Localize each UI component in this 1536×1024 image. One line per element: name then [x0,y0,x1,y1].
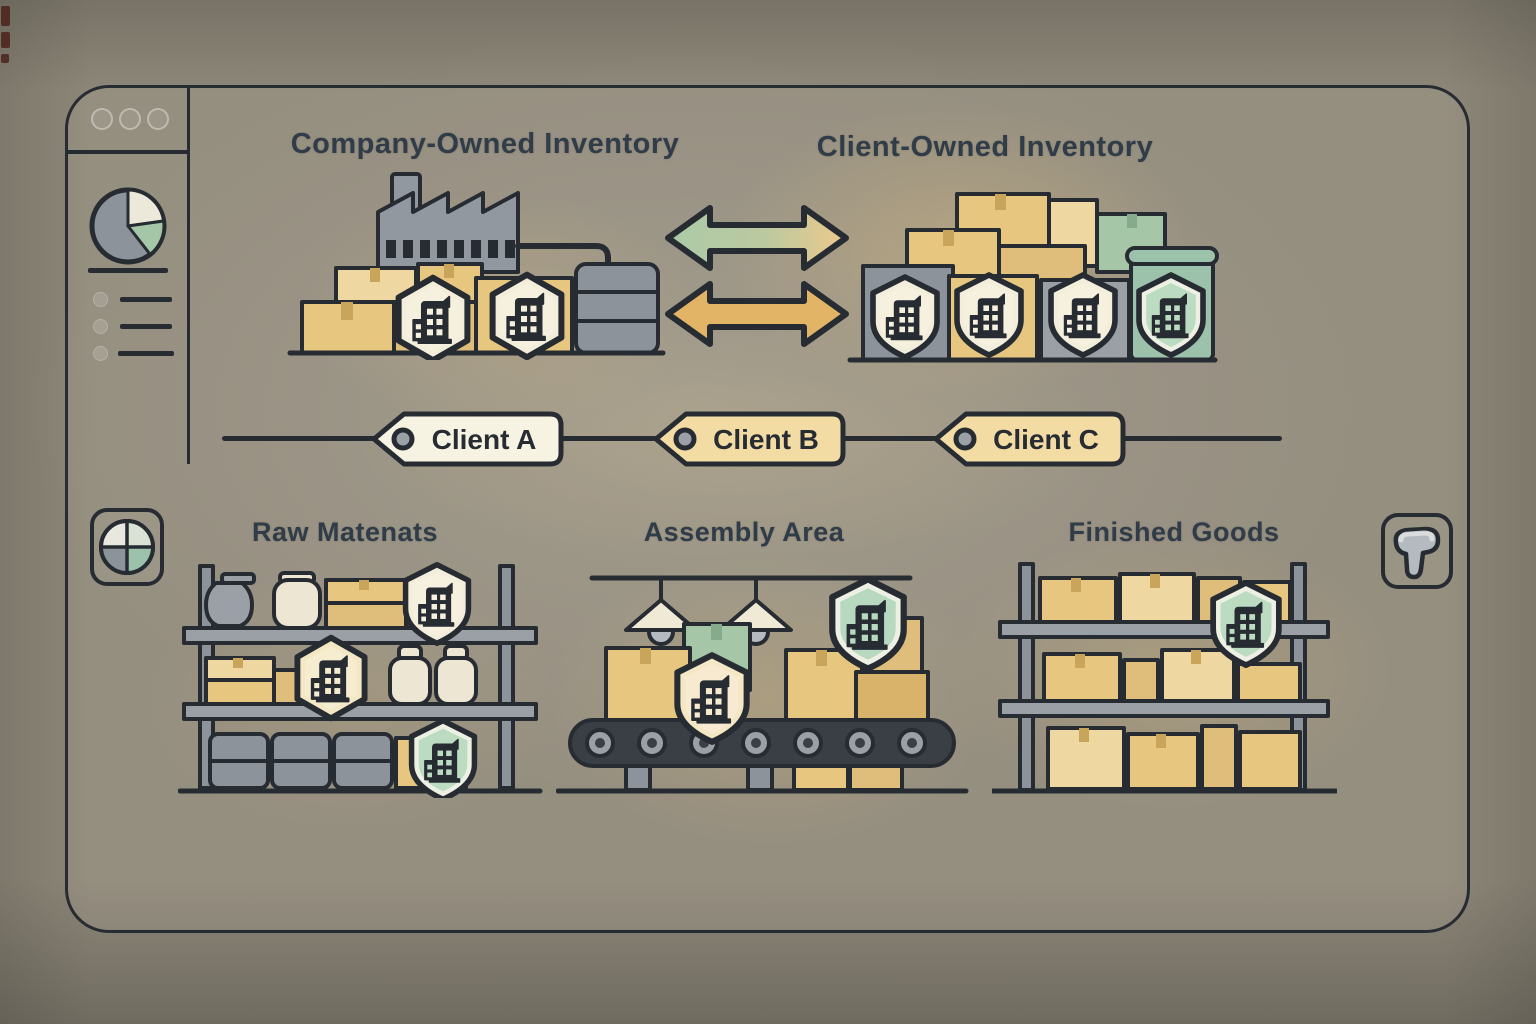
edge-artifact-mark [1,32,10,48]
pendant-lamp-icon [624,576,698,646]
client-inventory-illustration [847,192,1219,363]
assembly-area-illustration [556,575,969,794]
tag-hole [391,427,415,451]
barrel-icon [574,262,660,355]
sidebar-bullet [93,346,108,361]
window-dot-icon[interactable] [119,108,141,130]
client-ownership-badge-icon-green [1139,275,1203,355]
sidebar-rule [88,268,168,273]
ownership-badge-icon [677,655,746,742]
ownership-badge-icon-green [832,579,903,668]
pie-chart-icon[interactable] [86,184,170,268]
client-c-label: Client C [993,424,1099,455]
bidirectional-arrow-top [665,205,849,271]
barcode-scanner-button[interactable] [1381,513,1453,589]
edge-artifact-mark [1,54,9,63]
bottle-icon [388,656,432,706]
client-c-tag[interactable]: Client C [928,406,1130,472]
client-inventory-title: Client-Owned Inventory [816,131,1154,163]
ownership-badge-icon [297,638,364,719]
sidebar-item-line[interactable] [118,351,174,356]
client-b-tag[interactable]: Client B [648,406,850,472]
shelf-post [498,564,515,790]
quadrant-chart-button[interactable] [90,508,164,586]
assembly-area-title: Assembly Area [643,517,845,547]
factory-windows [386,240,515,258]
ownership-badge-icon-green [1213,583,1279,665]
barcode-scanner-icon [1393,526,1441,580]
finished-tier-bottom [1046,724,1302,791]
client-ownership-badge-icon [957,275,1021,355]
bottle-icon [434,656,478,706]
bidirectional-arrow-bottom [665,281,849,347]
company-ownership-badge-icon [493,275,562,358]
quadrant-chart-icon [99,519,155,575]
raw-materials-shelf [178,558,543,798]
shelf-post [1018,562,1035,792]
sidebar-divider [186,86,190,464]
finished-goods-title: Finished Goods [1068,517,1280,547]
conveyor-leg [746,764,774,792]
client-b-label: Client B [713,424,819,455]
ownership-badge-icon-green [412,721,475,798]
edge-artifact-mark [1,6,10,26]
sidebar-topbar-divider [68,150,187,154]
window-dot-icon[interactable] [91,108,113,130]
client-a-tag[interactable]: Client A [366,406,568,472]
finished-tier-top [1038,572,1292,624]
jar-icon [272,578,322,630]
sidebar-bullet [93,292,108,307]
sidebar-item-line[interactable] [120,297,172,302]
window-dot-icon[interactable] [147,108,169,130]
raw-materials-title: Raw Matenats [251,517,439,547]
factory-pipe [515,243,611,269]
client-a-label: Client A [432,424,537,455]
tag-hole [673,427,697,451]
tag-hole [953,427,977,451]
finished-tier-middle [1042,648,1302,703]
company-inventory-illustration [287,172,666,360]
shelf-board [182,626,538,645]
ownership-badge-icon [406,565,469,644]
factory-icon [376,191,520,274]
conveyor-wheels [585,728,927,758]
sidebar-bullet [93,319,108,334]
exchange-arrows [665,205,849,347]
conveyor-leg [624,764,652,792]
client-ownership-badge-icon [1051,275,1115,355]
sidebar-item-line[interactable] [120,324,172,329]
raw-tier-top [204,571,408,630]
pot-icon [204,581,254,628]
shelf-board [998,699,1330,718]
client-ownership-badge-icon [873,277,937,357]
company-inventory-title: Company-Owned Inventory [290,128,680,160]
finished-goods-shelf [992,562,1337,794]
company-ownership-badge-icon [399,278,468,360]
shelf-board [182,702,538,721]
